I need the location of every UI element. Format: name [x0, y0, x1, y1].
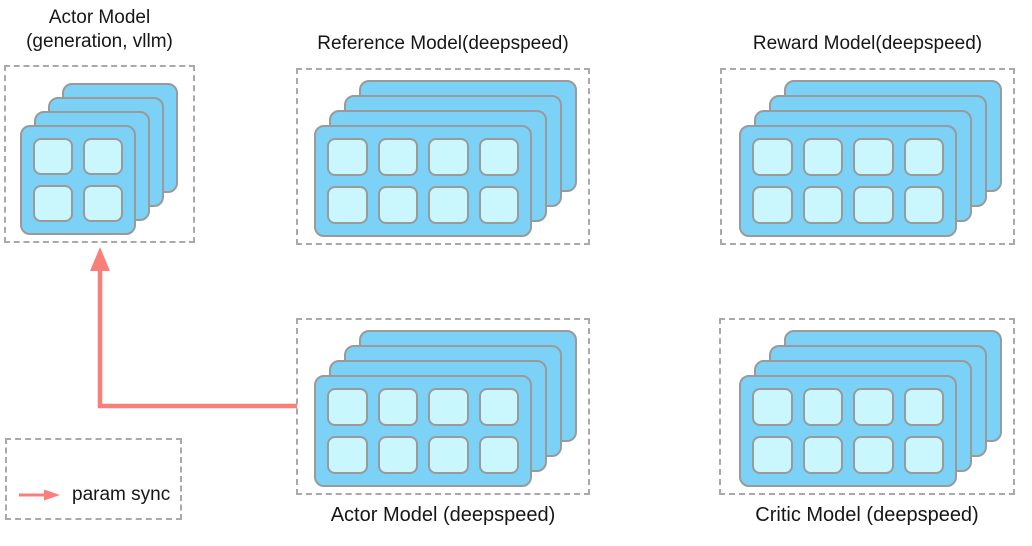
gpu-card-front: [314, 125, 532, 237]
gpu-card-front: [739, 125, 957, 237]
gpu-cell: [752, 186, 793, 224]
gpu-cell: [853, 138, 894, 176]
actor-deepspeed-box: [296, 318, 590, 495]
actor-deepspeed-label: Actor Model (deepspeed): [330, 504, 556, 526]
gpu-cell: [327, 138, 368, 176]
actor-vllm-title: Actor Model: [48, 7, 151, 28]
gpu-cell: [478, 388, 519, 426]
gpu-cell: [802, 436, 843, 474]
actor-vllm-box: [4, 65, 195, 243]
gpu-cell: [428, 186, 469, 224]
reward-model-label: Reward Model(deepspeed): [752, 33, 983, 54]
gpu-cell: [327, 436, 368, 474]
gpu-cell: [83, 138, 123, 175]
gpu-cell: [377, 436, 418, 474]
gpu-cell: [327, 388, 368, 426]
gpu-cell: [802, 388, 843, 426]
gpu-card-front: [314, 375, 532, 487]
gpu-cell: [377, 186, 418, 224]
reference-model-label: Reference Model(deepspeed): [317, 33, 569, 54]
gpu-cell: [33, 185, 73, 222]
gpu-cell: [83, 185, 123, 222]
legend-box: param sync: [5, 438, 182, 520]
legend-param-sync-label: param sync: [72, 484, 171, 505]
gpu-cell: [327, 186, 368, 224]
gpu-cell: [752, 436, 793, 474]
gpu-cell: [853, 388, 894, 426]
gpu-cell: [428, 436, 469, 474]
gpu-cell: [478, 186, 519, 224]
gpu-cell: [33, 138, 73, 175]
gpu-card-front: [20, 125, 136, 235]
gpu-cell: [752, 138, 793, 176]
gpu-cell: [903, 436, 944, 474]
gpu-cell: [377, 138, 418, 176]
critic-model-label: Critic Model (deepspeed): [755, 504, 979, 526]
gpu-cell: [478, 138, 519, 176]
gpu-cell: [802, 186, 843, 224]
critic-model-box: [719, 318, 1015, 495]
gpu-card-front: [739, 375, 957, 487]
gpu-cell: [377, 388, 418, 426]
gpu-cell: [853, 186, 894, 224]
gpu-cell: [428, 138, 469, 176]
gpu-cell: [478, 436, 519, 474]
actor-vllm-subtitle: (generation, vllm): [26, 31, 173, 52]
gpu-cell: [752, 388, 793, 426]
gpu-cell: [903, 186, 944, 224]
gpu-cell: [802, 138, 843, 176]
gpu-cell: [853, 436, 894, 474]
gpu-cell: [903, 138, 944, 176]
gpu-cell: [903, 388, 944, 426]
param-sync-arrow-icon: [19, 489, 60, 501]
reference-model-box: [296, 68, 590, 245]
legend-param-sync: param sync: [17, 484, 170, 506]
reward-model-box: [720, 68, 1015, 245]
gpu-cell: [428, 388, 469, 426]
actor-vllm-label: Actor Model (generation, vllm): [0, 6, 202, 54]
